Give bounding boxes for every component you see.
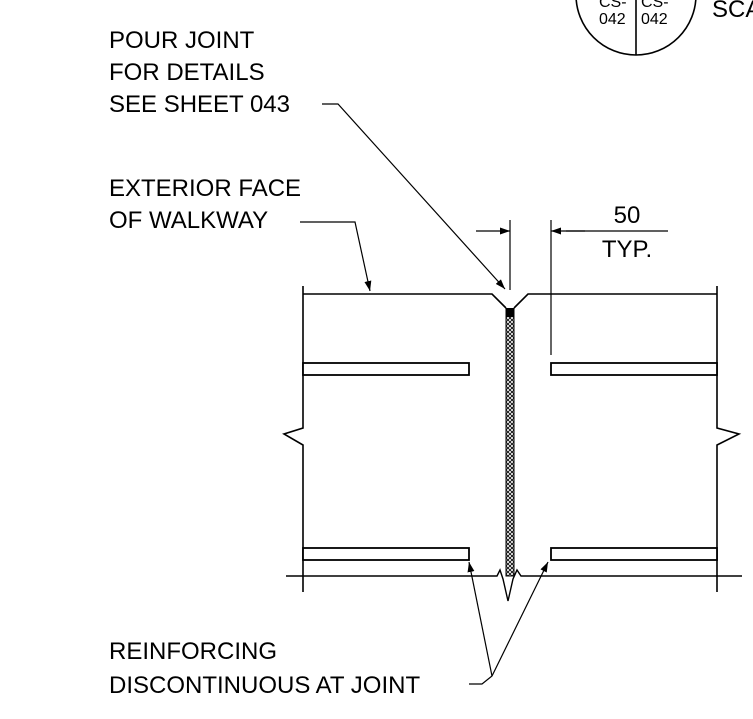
leader-exterior-face	[300, 221, 372, 292]
scale-label: SCA	[712, 0, 753, 23]
dimension-suffix: TYP.	[602, 236, 652, 263]
slab-right	[513, 286, 742, 592]
leader-reinforcing-left	[467, 561, 493, 677]
dimension-50	[476, 220, 668, 355]
note-exterior-face: EXTERIOR FACE OF WALKWAY	[109, 175, 372, 292]
note-pour-joint-line-2: FOR DETAILS	[109, 59, 265, 86]
dimension-value: 50	[614, 202, 641, 229]
slab-right-top-edge	[513, 293, 717, 309]
leader-pour-joint	[322, 103, 506, 290]
section-callout-bottom-right: 042	[641, 11, 668, 28]
slab-right-break-line	[716, 286, 742, 592]
note-pour-joint-line-3: SEE SHEET 043	[109, 91, 290, 118]
slab-left-break-line	[282, 286, 304, 592]
note-pour-joint: POUR JOINT FOR DETAILS SEE SHEET 043	[109, 27, 506, 290]
rebar-bottom-right	[550, 547, 718, 561]
slab-left	[282, 286, 507, 592]
joint-filler	[505, 309, 515, 577]
section-callout: CS- CS- 042 042 SCA	[575, 0, 753, 56]
note-pour-joint-line-1: POUR JOINT	[109, 27, 255, 54]
note-exterior-face-line-2: OF WALKWAY	[109, 207, 268, 234]
leader-reinforcing-right	[469, 561, 549, 685]
section-callout-bottom-left: 042	[599, 11, 626, 28]
note-reinforcing-line-2: DISCONTINUOUS AT JOINT	[109, 672, 420, 699]
rebar-bottom-left	[302, 547, 470, 561]
joint-sealant	[506, 308, 514, 317]
reinforcing-bars	[302, 362, 718, 561]
note-reinforcing: REINFORCING DISCONTINUOUS AT JOINT	[109, 561, 549, 699]
rebar-top-left	[302, 362, 470, 376]
note-reinforcing-line-1: REINFORCING	[109, 638, 277, 665]
section-callout-top-left: CS-	[599, 0, 627, 11]
section-callout-top-right: CS-	[641, 0, 669, 11]
note-exterior-face-line-1: EXTERIOR FACE	[109, 175, 301, 202]
slab-bottom-edge	[286, 568, 742, 602]
rebar-top-right	[550, 362, 718, 376]
slab-left-top-edge	[303, 293, 507, 309]
